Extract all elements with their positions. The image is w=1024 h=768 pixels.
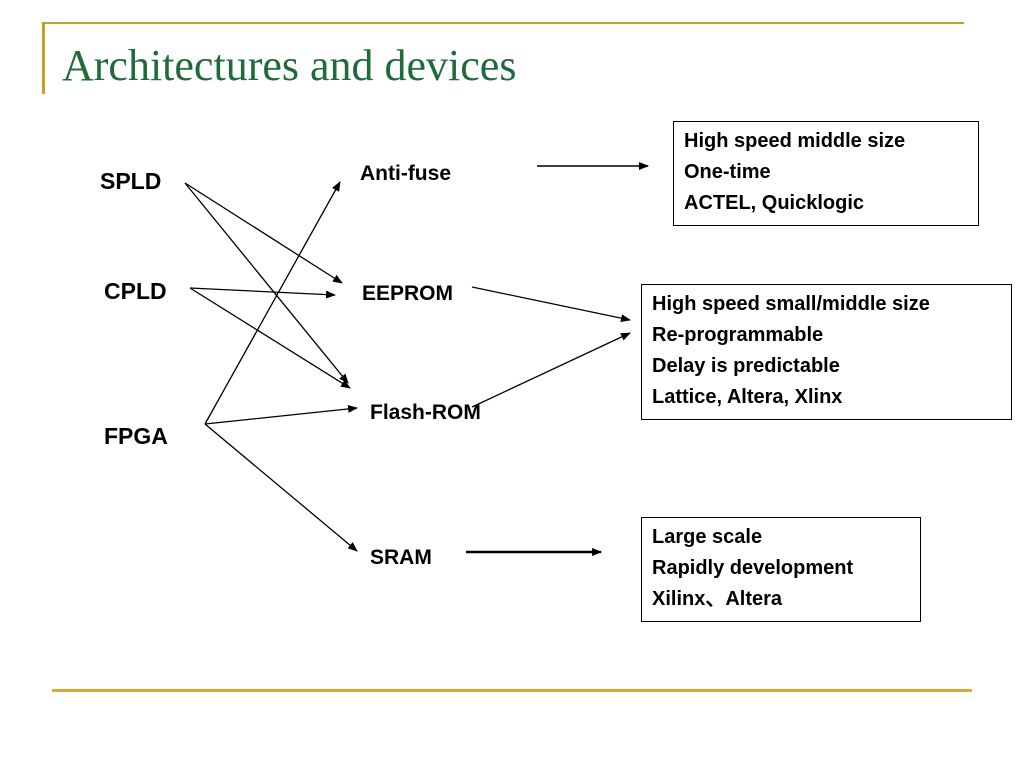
arrow-spld-flash — [184, 182, 349, 384]
device-label-spld: SPLD — [100, 168, 162, 194]
info-box-line: ACTEL, Quicklogic — [684, 192, 865, 214]
arrow-fpga-flash — [204, 404, 358, 425]
info-box-line: Xilinx、Altera — [652, 588, 783, 610]
info-box-line: High speed small/middle size — [652, 293, 930, 315]
footer-rule — [52, 689, 972, 692]
tech-label-flash: Flash-ROM — [370, 401, 481, 424]
arrow-spld-eeprom — [184, 182, 343, 284]
info-box-sram: Large scale Rapidly development Xilinx、A… — [641, 517, 921, 622]
info-box-line: Large scale — [652, 526, 763, 548]
arrow-flash-box — [471, 332, 631, 408]
arrow-cpld-eeprom — [189, 287, 336, 299]
info-box-line: Rapidly development — [652, 557, 854, 579]
slide-title: Architectures and devices — [62, 41, 517, 90]
info-box-line: Lattice, Altera, Xlinx — [652, 386, 843, 408]
info-box-antifuse: High speed middle size One-time ACTEL, Q… — [673, 121, 979, 226]
arrow-cpld-flash — [189, 287, 351, 389]
info-box-line: High speed middle size — [684, 130, 906, 152]
info-box-eeprom-flash: High speed small/middle size Re-programm… — [641, 284, 1012, 420]
tech-label-eeprom: EEPROM — [362, 282, 454, 305]
arrow-eeprom-box — [471, 286, 631, 323]
tech-label-sram: SRAM — [370, 546, 432, 569]
arrow-fpga-antifuse — [204, 181, 341, 425]
info-box-line: Delay is predictable — [652, 355, 840, 377]
device-label-fpga: FPGA — [104, 423, 168, 449]
device-label-cpld: CPLD — [104, 278, 167, 304]
title-left-rule — [42, 22, 45, 94]
arrow-fpga-sram — [204, 423, 358, 552]
info-box-line: One-time — [684, 161, 771, 183]
tech-label-antifuse: Anti-fuse — [360, 162, 451, 185]
info-box-line: Re-programmable — [652, 324, 824, 346]
title-top-rule — [42, 22, 964, 24]
